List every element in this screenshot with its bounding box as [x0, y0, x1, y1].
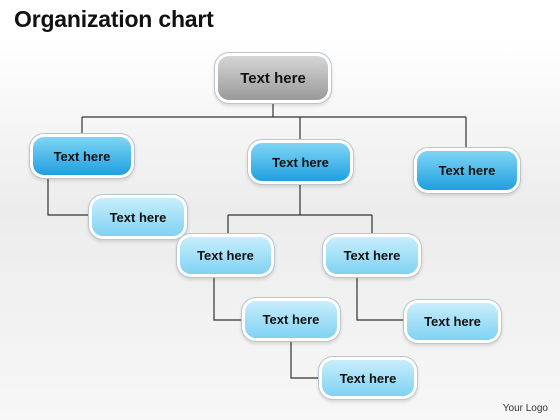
node-center-left[interactable]: Text here: [180, 237, 271, 274]
node-left-child[interactable]: Text here: [92, 198, 184, 236]
connector-left-child: [47, 175, 92, 216]
node-root[interactable]: Text here: [218, 56, 328, 100]
connector-center-left-child: [213, 274, 245, 321]
node-center[interactable]: Text here: [251, 143, 350, 181]
page-title: Organization chart: [14, 6, 214, 32]
node-left[interactable]: Text here: [33, 137, 131, 175]
connector-center-left-grandchild: [290, 338, 322, 379]
node-center-right-child[interactable]: Text here: [407, 303, 498, 340]
node-center-left-child[interactable]: Text here: [245, 301, 337, 338]
node-right[interactable]: Text here: [417, 151, 517, 190]
footer-logo-text: Your Logo: [502, 403, 548, 414]
node-center-left-grandchild[interactable]: Text here: [322, 360, 414, 396]
node-center-right[interactable]: Text here: [326, 237, 418, 274]
connector-center-right-child: [356, 274, 407, 321]
